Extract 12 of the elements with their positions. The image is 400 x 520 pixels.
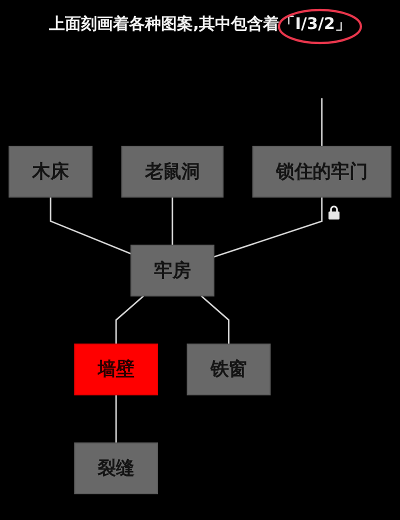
connector-line [115,294,144,344]
label-box: 老鼠洞 [121,146,224,198]
hand-drawn-circle [277,8,363,45]
connector-line [172,196,174,245]
label-box: 牢房 [130,244,214,296]
connector-line [200,294,230,344]
connector-line [115,394,117,443]
connector-line [50,196,132,254]
connector-line [214,196,323,258]
connector-line [321,98,323,146]
label-box: 裂缝 [74,442,158,494]
label-box: 木床 [8,146,93,198]
